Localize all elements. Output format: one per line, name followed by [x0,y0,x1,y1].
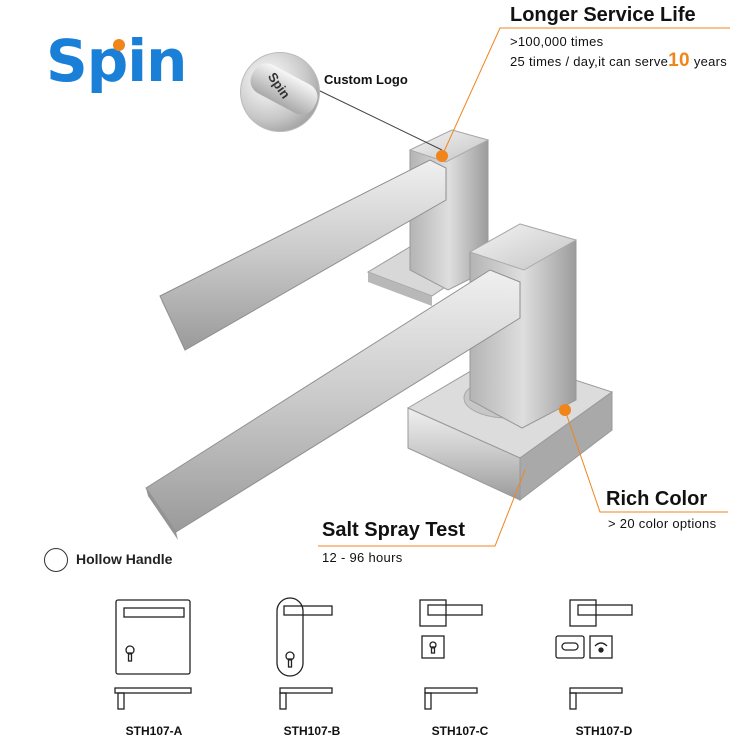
brand-logo: Spin [46,27,187,95]
service-life-line2: 25 times / day,it can serve10 years [510,50,727,72]
model-code-d: STH107-D [575,724,633,738]
callout-lines [317,27,730,547]
rich-color-marker [559,404,571,416]
model-diagram-a [114,599,192,710]
model-code-b: STH107-B [283,724,341,738]
custom-logo-label: Custom Logo [324,72,408,87]
back-lever [159,159,447,356]
service-life-line2-prefix: 25 times / day,it can serve [510,54,669,69]
model-code-c: STH107-C [431,724,489,738]
service-life-line2-suffix: years [693,54,728,69]
rich-color-title: Rich Color [606,488,708,510]
service-life-title: Longer Service Life [510,4,696,26]
model-diagram-c [419,599,483,710]
salt-spray-detail: 12 - 96 hours [322,550,403,565]
model-diagram-b [276,597,333,710]
model-code-a: STH107-A [125,724,183,738]
service-life-line1: >100,000 times [510,34,604,49]
rich-color-detail: > 20 color options [608,516,717,531]
model-diagram-d [555,599,633,710]
hollow-handle-label: Hollow Handle [76,551,173,567]
salt-spray-title: Salt Spray Test [322,519,466,541]
front-lever [145,269,521,540]
service-life-years-number: 10 [668,50,690,71]
logo-dot-icon [113,39,125,51]
custom-logo-inset-image: Spin [240,52,320,132]
service-life-marker [436,150,448,162]
hollow-handle-circle-icon [44,548,68,572]
